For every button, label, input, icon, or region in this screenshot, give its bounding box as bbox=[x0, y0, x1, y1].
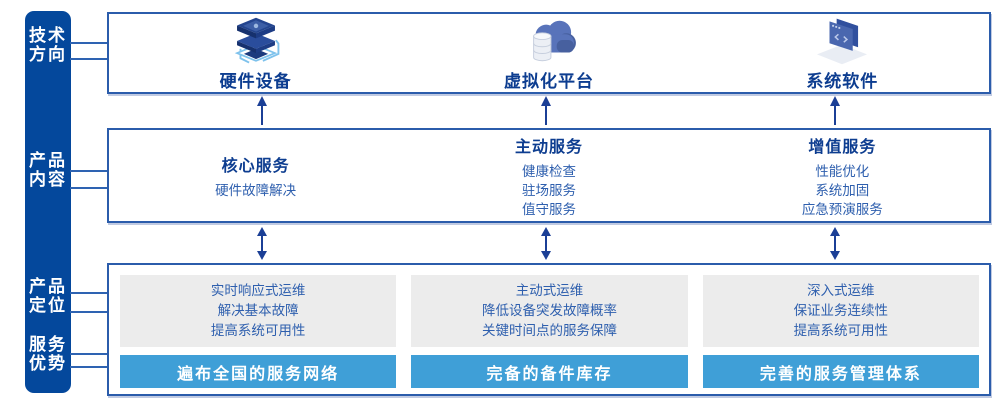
service-item: 硬件故障解决 bbox=[215, 182, 297, 198]
connector-line bbox=[70, 292, 108, 294]
service-item: 应急预演服务 bbox=[801, 201, 883, 217]
position-panel: 主动式运维 降低设备突发故障概率 关键时间点的服务保障 bbox=[411, 275, 688, 347]
advantage-banner: 完善的服务管理体系 bbox=[702, 355, 979, 388]
advantage-banner: 遍布全国的服务网络 bbox=[120, 355, 397, 388]
connector-line bbox=[70, 366, 108, 368]
service-item: 驻场服务 bbox=[521, 182, 576, 198]
position-point: 关键时间点的服务保障 bbox=[481, 323, 617, 338]
connector-line bbox=[70, 353, 108, 355]
sidebar-item-label: 内容 bbox=[29, 170, 67, 189]
position-point: 提高系统可用性 bbox=[793, 323, 889, 338]
position-point: 实时响应式运维 bbox=[210, 283, 306, 298]
content-column-core: 核心服务 硬件故障解决 bbox=[109, 130, 402, 221]
content-column-value-added: 增值服务 性能优化 系统加固 应急预演服务 bbox=[696, 130, 989, 221]
sidebar-item-label: 技术 bbox=[29, 26, 67, 45]
sidebar-item-label: 方向 bbox=[29, 45, 67, 64]
sidebar-item-label: 定位 bbox=[29, 296, 67, 315]
sidebar-item-label: 服务 bbox=[29, 335, 67, 354]
service-item: 性能优化 bbox=[815, 163, 870, 179]
tech-label-hardware: 硬件设备 bbox=[219, 72, 292, 91]
server-stack-icon bbox=[225, 16, 287, 66]
connector-line bbox=[70, 170, 108, 172]
service-group-title: 增值服务 bbox=[808, 138, 877, 156]
sidebar-item-label: 产品 bbox=[29, 151, 67, 170]
up-arrow bbox=[257, 96, 267, 125]
position-point: 降低设备突发故障概率 bbox=[481, 303, 617, 318]
sidebar-item-tech-direction: 技术 方向 bbox=[25, 26, 71, 64]
sidebar-item-product-content: 产品 内容 bbox=[25, 151, 71, 189]
tech-label-virtualization: 虚拟化平台 bbox=[503, 72, 594, 91]
service-item: 健康检查 bbox=[521, 163, 576, 179]
sidebar-item-service-advantage: 服务 优势 bbox=[25, 335, 71, 373]
advantage-banner: 完备的备件库存 bbox=[411, 355, 688, 388]
position-point: 解决基本故障 bbox=[217, 303, 299, 318]
position-column-1: 实时响应式运维 解决基本故障 提高系统可用性 遍布全国的服务网络 bbox=[120, 275, 397, 394]
product-content-box: 核心服务 硬件故障解决 主动服务 健康检查 驻场服务 值守服务 增值服务 性能优… bbox=[107, 128, 991, 223]
double-arrow bbox=[830, 227, 840, 260]
service-item: 值守服务 bbox=[521, 201, 576, 217]
up-arrow bbox=[541, 96, 551, 125]
position-panel: 实时响应式运维 解决基本故障 提高系统可用性 bbox=[120, 275, 397, 347]
service-item: 系统加固 bbox=[815, 182, 870, 198]
service-group-title: 核心服务 bbox=[221, 157, 290, 175]
code-window-icon bbox=[811, 16, 873, 66]
position-point: 保证业务连续性 bbox=[793, 303, 889, 318]
sidebar-item-product-position: 产品 定位 bbox=[25, 277, 71, 315]
content-column-active: 主动服务 健康检查 驻场服务 值守服务 bbox=[402, 130, 695, 221]
up-arrow bbox=[830, 96, 840, 125]
sidebar: 技术 方向 产品 内容 产品 定位 服务 优势 bbox=[25, 11, 71, 393]
tech-column-virtualization: 虚拟化平台 bbox=[402, 14, 695, 92]
tech-direction-box: 硬件设备 虚拟化平台 bbox=[107, 12, 991, 94]
position-panel: 深入式运维 保证业务连续性 提高系统可用性 bbox=[702, 275, 979, 347]
double-arrow bbox=[541, 227, 551, 260]
service-group-title: 主动服务 bbox=[514, 138, 583, 156]
cloud-database-icon bbox=[518, 16, 580, 66]
double-arrow bbox=[257, 227, 267, 260]
tech-label-software: 系统软件 bbox=[806, 72, 879, 91]
connector-line bbox=[70, 42, 108, 44]
connector-line bbox=[70, 311, 108, 313]
sidebar-item-label: 产品 bbox=[29, 277, 67, 296]
sidebar-item-label: 优势 bbox=[29, 354, 67, 373]
product-position-box: 实时响应式运维 解决基本故障 提高系统可用性 遍布全国的服务网络 主动式运维 降… bbox=[107, 263, 991, 396]
position-column-3: 深入式运维 保证业务连续性 提高系统可用性 完善的服务管理体系 bbox=[702, 275, 979, 394]
position-point: 提高系统可用性 bbox=[210, 323, 306, 338]
tech-column-hardware: 硬件设备 bbox=[109, 14, 402, 92]
position-point: 主动式运维 bbox=[515, 283, 584, 298]
connector-line bbox=[70, 187, 108, 189]
position-column-2: 主动式运维 降低设备突发故障概率 关键时间点的服务保障 完备的备件库存 bbox=[411, 275, 688, 394]
connector-line bbox=[70, 58, 108, 60]
position-point: 深入式运维 bbox=[807, 283, 875, 298]
tech-column-software: 系统软件 bbox=[696, 14, 989, 92]
